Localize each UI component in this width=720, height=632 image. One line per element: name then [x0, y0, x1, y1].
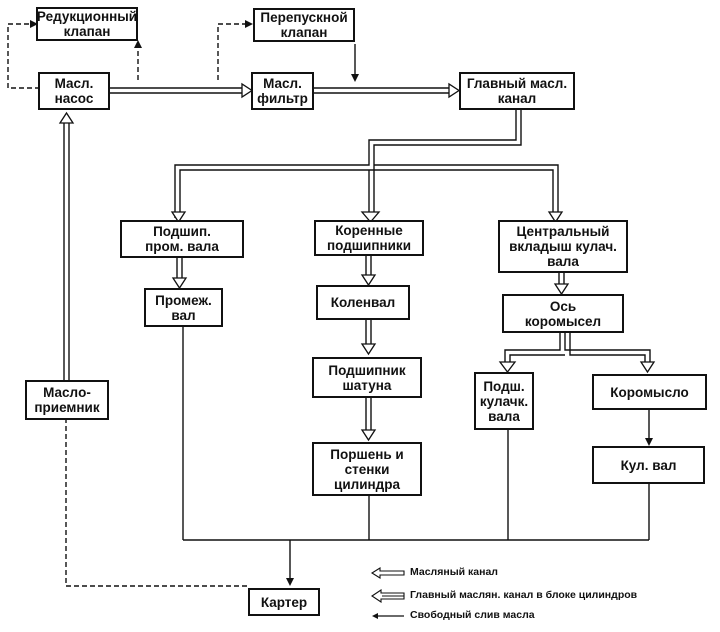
legend-main-channel-label: Главный маслян. канал в блоке цилиндров: [410, 589, 638, 601]
legend-free-drain-label: Свободный слив масла: [410, 609, 535, 621]
double-channels: [63, 87, 651, 436]
cam-shaft-bearing-box: Подш. кулачк. вала: [474, 372, 534, 430]
camshaft-box: Кул. вал: [592, 446, 705, 484]
crankshaft-box: Коленвал: [316, 285, 410, 320]
legend-oil-channel-arrow-icon: [370, 567, 405, 579]
piston-walls-box: Поршень и стенки цилиндра: [312, 442, 422, 496]
arrowheads: [58, 82, 656, 442]
legend-main-channel-arrow-icon: [371, 589, 405, 603]
cam-center-bushing-box: Центральный вкладыш кулач. вала: [498, 220, 628, 273]
rocker-axis-box: Ось коромысел: [502, 294, 624, 333]
reduction-valve-box: Редукционный клапан: [36, 7, 138, 41]
main-bearings-box: Коренные подшипники: [314, 220, 424, 256]
oil-pump-box: Масл. насос: [38, 72, 110, 110]
crankcase-box: Картер: [248, 588, 320, 616]
main-oil-channel-box: Главный масл. канал: [459, 72, 575, 110]
legend-free-drain-arrow-icon: [372, 613, 404, 619]
rocker-box: Коромысло: [592, 374, 707, 410]
legend-oil-channel-label: Масляный канал: [410, 566, 498, 578]
bearing-interm-shaft-box: Подшип. пром. вала: [120, 220, 244, 258]
conrod-bearing-box: Подшипник шатуна: [312, 357, 422, 398]
bypass-valve-box: Перепускной клапан: [253, 8, 355, 42]
interm-shaft-box: Промеж. вал: [144, 288, 223, 327]
oil-receiver-box: Маслo- приемник: [25, 380, 109, 420]
oil-filter-box: Масл. фильтр: [251, 72, 314, 110]
drain-lines: [182, 44, 650, 584]
